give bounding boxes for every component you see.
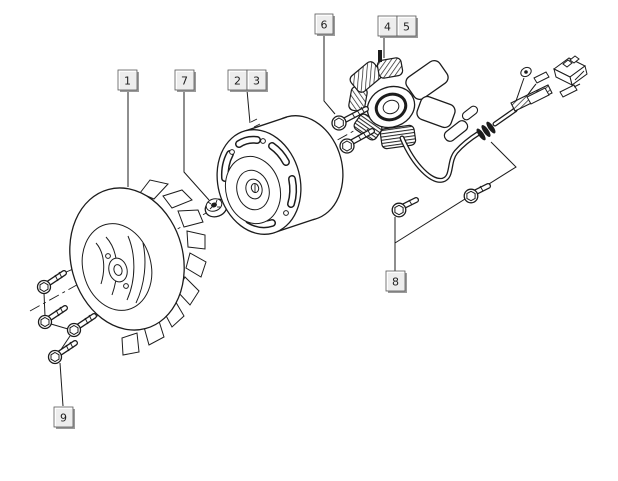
flywheel-nut bbox=[204, 198, 228, 218]
flywheel-slots bbox=[220, 135, 298, 229]
callout-leader-lines bbox=[43, 34, 517, 407]
callout-number: 7 bbox=[181, 75, 188, 88]
stator-wire-stub bbox=[378, 50, 382, 62]
wiring-harness bbox=[399, 55, 588, 183]
fan-inner-vanes bbox=[95, 235, 146, 304]
callout-number: 3 bbox=[253, 75, 260, 88]
callout-9[interactable]: 9 bbox=[53, 406, 75, 429]
screw bbox=[391, 197, 419, 218]
callout-number: 1 bbox=[124, 75, 131, 88]
screw bbox=[66, 313, 97, 338]
callout-number: 8 bbox=[392, 276, 399, 289]
callout-3[interactable]: 3 bbox=[246, 69, 268, 92]
harness-sleeve bbox=[526, 87, 550, 105]
harness-grommet bbox=[476, 121, 496, 141]
callout-number: 2 bbox=[234, 75, 241, 88]
callout-7[interactable]: 7 bbox=[174, 69, 196, 92]
stator-core bbox=[366, 85, 416, 129]
callout-1[interactable]: 1 bbox=[117, 69, 139, 92]
bolt bbox=[331, 106, 369, 131]
fan-screws bbox=[36, 270, 97, 365]
mounting-screws bbox=[391, 183, 491, 218]
small-spade-terminal bbox=[559, 84, 578, 98]
callout-2[interactable]: 2 bbox=[227, 69, 249, 92]
flywheel-hub bbox=[224, 155, 282, 225]
screw bbox=[463, 183, 491, 204]
screw bbox=[36, 270, 67, 295]
callout-4[interactable]: 4 bbox=[377, 15, 399, 38]
callout-5[interactable]: 5 bbox=[396, 15, 418, 38]
bolt bbox=[339, 128, 375, 154]
connector-block bbox=[553, 55, 588, 86]
callout-6[interactable]: 6 bbox=[314, 13, 335, 36]
harness-plug-cap bbox=[443, 120, 469, 142]
callout-number: 9 bbox=[60, 412, 67, 425]
callout-number: 5 bbox=[403, 21, 410, 34]
flywheel-rotor-drawing bbox=[216, 115, 344, 235]
callout-number: 4 bbox=[384, 21, 391, 34]
ring-terminal bbox=[520, 66, 532, 78]
screw bbox=[47, 340, 78, 365]
callout-number: 6 bbox=[321, 19, 328, 32]
spade-terminal bbox=[533, 71, 550, 84]
screw bbox=[37, 305, 68, 330]
fan-wheel-drawing bbox=[69, 179, 207, 356]
stator-bolts bbox=[331, 106, 375, 154]
callout-8[interactable]: 8 bbox=[385, 270, 407, 293]
